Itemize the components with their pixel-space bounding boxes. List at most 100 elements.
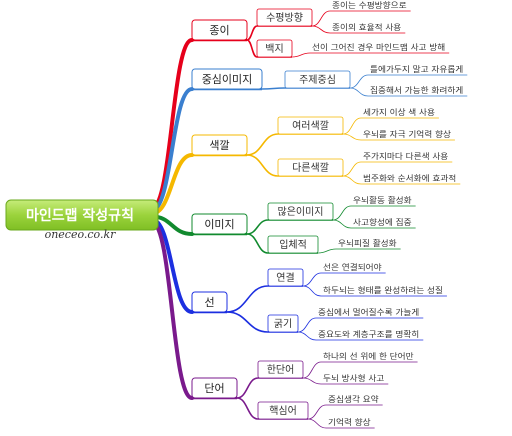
leaf-text-image-1-0: 우뇌피질 활성화 [338,238,397,248]
curve-word-0-leaf-0 [302,361,322,379]
branch-line-box[interactable] [191,291,228,313]
sub-branch-color-0[interactable]: 여러색깔 [277,116,344,135]
sub-branch-color-1-box[interactable] [277,158,344,177]
branch-image-label: 이미지 [204,218,234,231]
sub-branch-line-1[interactable]: 굵기 [267,314,299,333]
curve-paper-sub-1 [246,39,258,58]
leaf-text-color-1-1: 범주화와 순서화에 효과적 [363,173,456,183]
sub-branch-word-1-box[interactable] [257,401,309,420]
sub-branch-central-0-box[interactable] [284,70,351,89]
curve-image-sub-0 [246,219,269,235]
branch-line-label: 선 [204,296,214,309]
branch-word-label: 단어 [204,382,224,395]
sub-branch-word-0[interactable]: 한단어 [257,360,304,379]
curve-word-sub-0 [236,377,259,399]
leaf-text-word-0-1: 두뇌 방사형 사고 [323,373,384,383]
sub-branch-paper-1[interactable]: 백지 [256,39,293,58]
leaf-text-word-1-1: 기억력 향상 [328,417,371,427]
sub-branch-word-1-label: 핵심어 [269,405,297,417]
sub-branch-color-1-label: 다른색깔 [292,162,329,174]
sub-branch-central-0-label: 주제중심 [299,74,336,86]
sub-branch-image-1-box[interactable] [267,235,319,254]
leaf-text-color-0-0: 세가지 이상 색 사용 [363,107,435,117]
sub-branch-word-0-box[interactable] [257,360,304,379]
sub-branch-line-0[interactable]: 연결 [267,268,304,287]
sub-branch-line-0-box[interactable] [267,268,304,287]
branch-paper-box[interactable] [191,19,248,41]
curve-root-paper [150,38,194,210]
curve-paper-0-leaf-0 [311,10,331,27]
watermark-text: oneceo.co.kr [45,228,117,241]
sub-branch-image-1-label: 입체적 [279,238,307,251]
branch-paper-label: 종이 [209,24,229,37]
curve-image-0-leaf-1 [332,219,352,229]
curve-paper-sub-0 [246,25,258,41]
sub-branch-image-0-box[interactable] [267,202,334,221]
branch-central-box[interactable] [191,68,263,90]
leaf-text-paper-0-0: 종이는 수평방향으로 [332,0,407,10]
branch-image[interactable]: 이미지 [191,213,248,235]
curve-central-0-leaf-0 [349,74,369,89]
curve-line-sub-1 [226,311,269,333]
curve-line-1-leaf-0 [297,317,317,333]
branch-paper[interactable]: 종이 [191,19,248,41]
curve-color-0-leaf-0 [342,117,362,135]
sub-branch-color-0-box[interactable] [277,116,344,135]
curve-line-0-leaf-0 [302,272,322,287]
leaf-text-line-1-1: 중요도와 계층구조를 명확히 [318,329,419,339]
sub-branch-word-1[interactable]: 핵심어 [257,401,309,420]
curve-color-sub-1 [246,154,279,177]
root-node[interactable]: 마인드맵 작성규칙 oneceo.co.kr [5,199,159,241]
curve-central-0-leaf-1 [349,87,369,97]
leaf-text-paper-0-1: 종이의 효율적 사용 [332,22,401,32]
sub-branch-paper-0[interactable]: 수평방향 [256,8,313,27]
curve-line-0-leaf-1 [302,285,322,297]
sub-branch-color-1[interactable]: 다른색깔 [277,158,344,177]
leaf-text-paper-1-0: 선이 그어진 경우 마인드맵 사고 방해 [312,42,445,52]
curve-image-sub-1 [246,233,269,254]
curve-color-1-leaf-0 [342,161,362,177]
sub-branch-paper-0-label: 수평방향 [266,12,303,24]
sub-branch-line-1-box[interactable] [267,314,299,333]
curve-color-0-leaf-1 [342,133,362,141]
branch-central[interactable]: 중심이미지 [191,68,263,90]
curve-line-1-leaf-1 [297,331,317,341]
leaf-text-line-1-0: 중심에서 멀어질수록 가늘게 [318,307,419,317]
leaf-text-color-1-0: 주가지마다 다른색 사용 [363,151,448,161]
curve-central-sub-0 [261,87,286,90]
branch-word[interactable]: 단어 [191,377,238,399]
branch-color-box[interactable] [191,134,248,156]
curve-color-1-leaf-1 [342,175,362,185]
sub-branch-color-0-label: 여러색깔 [292,120,329,132]
branch-image-box[interactable] [191,213,248,235]
curve-root-central [150,87,194,213]
sub-branch-image-1[interactable]: 입체적 [267,235,319,254]
curve-paper-0-leaf-1 [311,25,331,34]
sub-branch-central-0[interactable]: 주제중심 [284,70,351,89]
branch-word-box[interactable] [191,377,238,399]
curve-word-1-leaf-0 [307,404,327,420]
branch-color[interactable]: 색깔 [191,134,248,156]
leaf-text-word-1-0: 중심생각 요약 [328,394,379,404]
curve-line-sub-0 [226,285,269,313]
sub-branch-word-0-label: 한단어 [267,364,295,376]
root-node-box[interactable] [5,199,159,231]
root-node-label: 마인드맵 작성규칙 [26,207,134,224]
curve-word-0-leaf-1 [302,377,322,385]
curve-paper-1-leaf-0 [291,52,311,58]
sub-branch-paper-1-box[interactable] [256,39,293,58]
curve-image-1-leaf-0 [317,248,337,254]
curve-color-sub-0 [246,133,279,156]
sub-branch-paper-1-label: 백지 [265,43,283,55]
branch-line[interactable]: 선 [191,291,228,313]
sub-branch-paper-0-box[interactable] [256,8,313,27]
sub-branch-line-0-label: 연결 [276,272,294,284]
curve-root-word [150,220,194,400]
sub-branch-image-0-label: 많은이미지 [278,206,324,218]
leaf-text-word-0-0: 하나의 선 위에 한 단어만 [323,351,414,361]
leaf-text-image-0-1: 사고향성에 집중 [353,217,412,227]
leaf-text-line-0-0: 선은 연결되어야 [323,262,382,272]
sub-branch-image-0[interactable]: 많은이미지 [267,202,334,221]
